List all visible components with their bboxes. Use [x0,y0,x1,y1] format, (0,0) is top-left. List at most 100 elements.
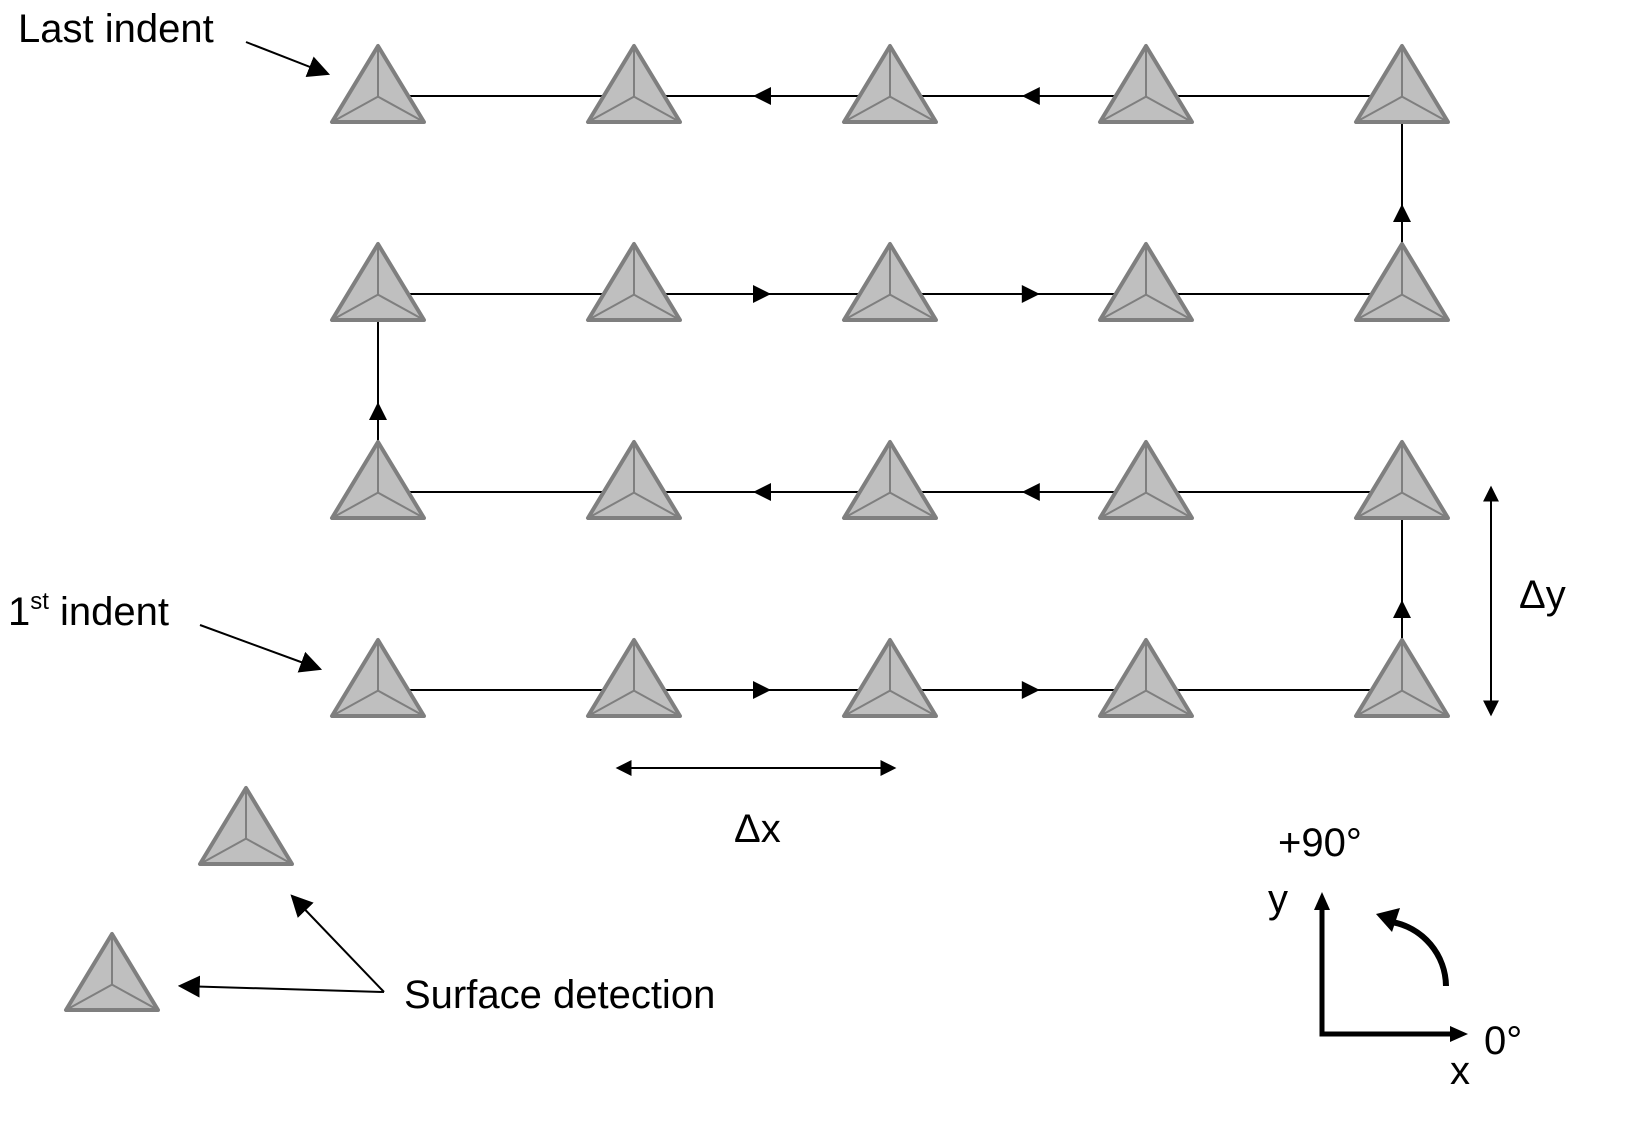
indent-face-edge [633,95,681,123]
path-direction-arrowhead [753,285,771,303]
last-indent-label: Last indent [18,7,214,51]
indent-2-3 [842,440,938,520]
indent-4-5 [1354,44,1450,124]
path-direction-arrowhead [1021,483,1040,501]
indent-face-edge [377,293,425,321]
indent-grid [64,44,1450,1012]
indent-1-5 [1354,638,1450,718]
indent-face-edge [843,689,891,717]
indent-face-edge [65,983,113,1011]
indent-4-2 [586,44,682,124]
indent-face-edge [331,689,379,717]
indent-face-edge [889,293,937,321]
x-axis-arrowhead [1450,1026,1468,1042]
indent-face-edge [843,293,891,321]
indent-face-edge [1099,491,1147,519]
indent-1-2 [586,638,682,718]
surface-detection-indent-1 [198,786,294,866]
indent-face-edge [1145,293,1193,321]
indent-face-edge [889,491,937,519]
surface-detection-pointer-arrow-lower [177,975,385,998]
indent-face-edge [1355,689,1403,717]
first-indent-pointer-arrow [199,624,323,673]
connector-direction-arrowhead [1393,600,1411,618]
indent-face-edge [633,491,681,519]
path-direction-arrowhead [753,483,771,501]
indent-face-edge [245,837,293,865]
indent-4-4 [1098,44,1194,124]
indent-4-3 [842,44,938,124]
x-axis-label: x [1450,1049,1470,1093]
indent-face-edge [1145,689,1193,717]
indent-1-3 [842,638,938,718]
y-axis-arrowhead [1314,892,1330,910]
indent-face-edge [587,491,635,519]
indent-face-edge [1355,491,1403,519]
indent-face-edge [843,95,891,123]
zero-degree-label: 0° [1484,1019,1522,1063]
indent-face-edge [633,293,681,321]
indent-face-edge [1099,95,1147,123]
indent-face-edge [377,491,425,519]
indent-face-edge [1401,689,1449,717]
indent-face-edge [1401,491,1449,519]
indent-face-edge [843,491,891,519]
indent-face-edge [889,95,937,123]
first-indent-label: 1st indent [8,588,169,634]
indent-face-edge [331,95,379,123]
indent-2-1 [330,440,426,520]
indent-3-2 [586,242,682,322]
delta-x-label: Δx [734,807,781,851]
indent-4-1 [330,44,426,124]
indent-1-1 [330,638,426,718]
indent-face-edge [377,95,425,123]
path-direction-arrowhead [1021,285,1040,303]
indent-face-edge [1099,293,1147,321]
indent-2-4 [1098,440,1194,520]
indent-face-edge [1355,95,1403,123]
plus-90-degree-label: +90° [1278,821,1362,865]
indent-face-edge [331,491,379,519]
indent-face-edge [331,293,379,321]
indent-3-1 [330,242,426,322]
indent-2-2 [586,440,682,520]
indent-face-edge [587,293,635,321]
indent-face-edge [1401,293,1449,321]
indent-2-5 [1354,440,1450,520]
surface-detection-indent-2 [64,932,160,1012]
y-axis-label: y [1268,877,1288,921]
indent-1-4 [1098,638,1194,718]
surface-detection-pointer-arrow-upper [290,894,385,993]
indent-face-edge [587,95,635,123]
axes-lines [1319,902,1458,1037]
indent-3-3 [842,242,938,322]
path-direction-arrows [369,87,1411,699]
connector-direction-arrowhead [369,402,387,420]
path-direction-arrowhead [753,681,771,699]
indent-face-edge [587,689,635,717]
coordinate-axes [1314,892,1468,1042]
last-indent-pointer-arrow [245,41,331,78]
indent-face-edge [1355,293,1403,321]
path-direction-arrowhead [1021,87,1040,105]
connector-direction-arrowhead [1393,204,1411,222]
indent-face-edge [1401,95,1449,123]
surface-detection-label: Surface detection [404,973,715,1017]
indent-face-edge [1099,689,1147,717]
indent-face-edge [377,689,425,717]
rotation-arrowhead [1376,908,1400,932]
delta-y-label: Δy [1519,573,1566,617]
indent-face-edge [111,983,159,1011]
indent-face-edge [1145,491,1193,519]
indent-face-edge [199,837,247,865]
path-direction-arrowhead [1021,681,1040,699]
indent-path [377,95,1403,691]
indent-face-edge [633,689,681,717]
indent-3-5 [1354,242,1450,322]
path-direction-arrowhead [753,87,771,105]
indent-3-4 [1098,242,1194,322]
indent-face-edge [1145,95,1193,123]
indent-face-edge [889,689,937,717]
rotation-arc [1391,919,1449,987]
